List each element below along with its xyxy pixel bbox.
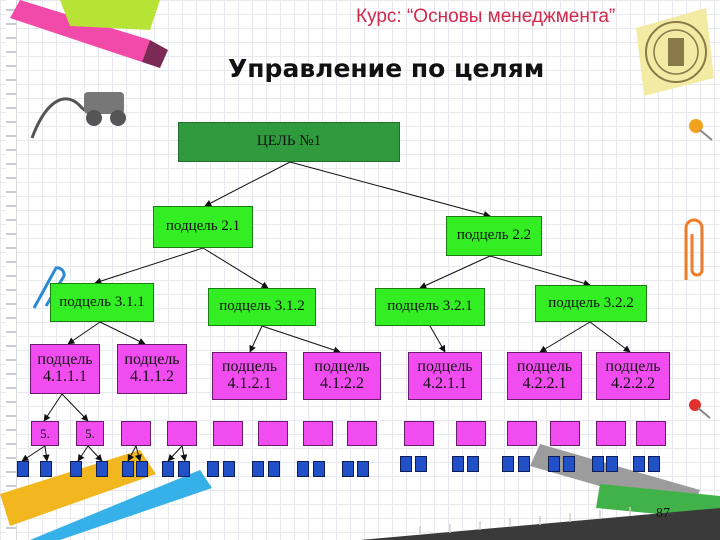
- seal-emblem: [636, 8, 714, 96]
- subgoal-6-box: [223, 461, 235, 477]
- paperclip-icon-blue: [32, 266, 66, 309]
- subgoal-6-box: [313, 461, 325, 477]
- pen-illustration: [30, 92, 126, 139]
- subgoal-5-box: [550, 421, 580, 446]
- subgoal-4-1-2-2: подцель 4.1.2.2: [303, 352, 381, 400]
- subgoal-6-box: [648, 456, 660, 472]
- subgoal-5-box: 5.: [31, 421, 59, 446]
- subgoal-5-box: [456, 421, 486, 446]
- subgoal-5-box: [596, 421, 626, 446]
- subgoal-3-2-1: подцель 3.2.1: [375, 288, 485, 326]
- subgoal-6-box: [252, 461, 264, 477]
- subgoal-6-box: [548, 456, 560, 472]
- subgoal-6-box: [40, 461, 52, 477]
- subgoal-4-1-2-1: подцель 4.1.2.1: [212, 352, 287, 400]
- subgoal-6-box: [518, 456, 530, 472]
- subgoal-6-box: [357, 461, 369, 477]
- subgoal-4-2-1-1: подцель 4.2.1.1: [408, 352, 482, 400]
- subgoal-2-1: подцель 2.1: [153, 206, 253, 248]
- subgoal-4-1-1-2: подцель 4.1.1.2: [117, 344, 187, 394]
- subgoal-4-1-1-1: подцель 4.1.1.1: [30, 344, 100, 394]
- subgoal-6-box: [606, 456, 618, 472]
- pushpin-icon-red: [689, 399, 711, 419]
- subgoal-5-box: [303, 421, 333, 446]
- subgoal-2-2: подцель 2.2: [446, 216, 542, 256]
- subgoal-5-box: [507, 421, 537, 446]
- subgoal-6-box: [342, 461, 354, 477]
- goal-root: ЦЕЛЬ №1: [178, 122, 400, 162]
- subgoal-5-box: 5.: [76, 421, 104, 446]
- subgoal-3-1-2: подцель 3.1.2: [208, 288, 316, 326]
- marker-lime-icon: [60, 0, 160, 30]
- subgoal-6-box: [17, 461, 29, 477]
- subgoal-5-box: [404, 421, 434, 446]
- subgoal-6-box: [633, 456, 645, 472]
- subgoal-6-box: [136, 461, 148, 477]
- subgoal-6-box: [502, 456, 514, 472]
- marker-pink-icon: [10, 0, 168, 68]
- subgoal-6-box: [178, 461, 190, 477]
- subgoal-6-box: [268, 461, 280, 477]
- subgoal-6-box: [207, 461, 219, 477]
- subgoal-5-box: [121, 421, 151, 446]
- subgoal-6-box: [415, 456, 427, 472]
- subgoal-5-box: [258, 421, 288, 446]
- subgoal-5-box: [167, 421, 197, 446]
- subgoal-6-box: [563, 456, 575, 472]
- subgoal-4-2-2-2: подцель 4.2.2.2: [596, 352, 670, 400]
- subgoal-6-box: [96, 461, 108, 477]
- subgoal-6-box: [592, 456, 604, 472]
- subgoal-4-2-2-1: подцель 4.2.2.1: [507, 352, 582, 400]
- subgoal-6-box: [467, 456, 479, 472]
- subgoal-6-box: [162, 461, 174, 477]
- paperclip-icon: [684, 218, 704, 280]
- pushpin-icon: [689, 119, 713, 141]
- course-name: Курс: “Основы менеджмента”: [356, 6, 616, 27]
- subgoal-6-box: [452, 456, 464, 472]
- notebook-binding: [6, 0, 17, 540]
- subgoal-6-box: [297, 461, 309, 477]
- page-number: 87: [656, 506, 670, 521]
- subgoal-6-box: [400, 456, 412, 472]
- subgoal-5-box: [636, 421, 666, 446]
- subgoal-6-box: [70, 461, 82, 477]
- subgoal-6-box: [122, 461, 134, 477]
- subgoal-3-1-1: подцель 3.1.1: [50, 283, 154, 322]
- slide-title: Управление по целям: [228, 54, 545, 83]
- subgoal-5-box: [347, 421, 377, 446]
- subgoal-5-box: [213, 421, 243, 446]
- subgoal-3-2-2: подцель 3.2.2: [535, 285, 647, 322]
